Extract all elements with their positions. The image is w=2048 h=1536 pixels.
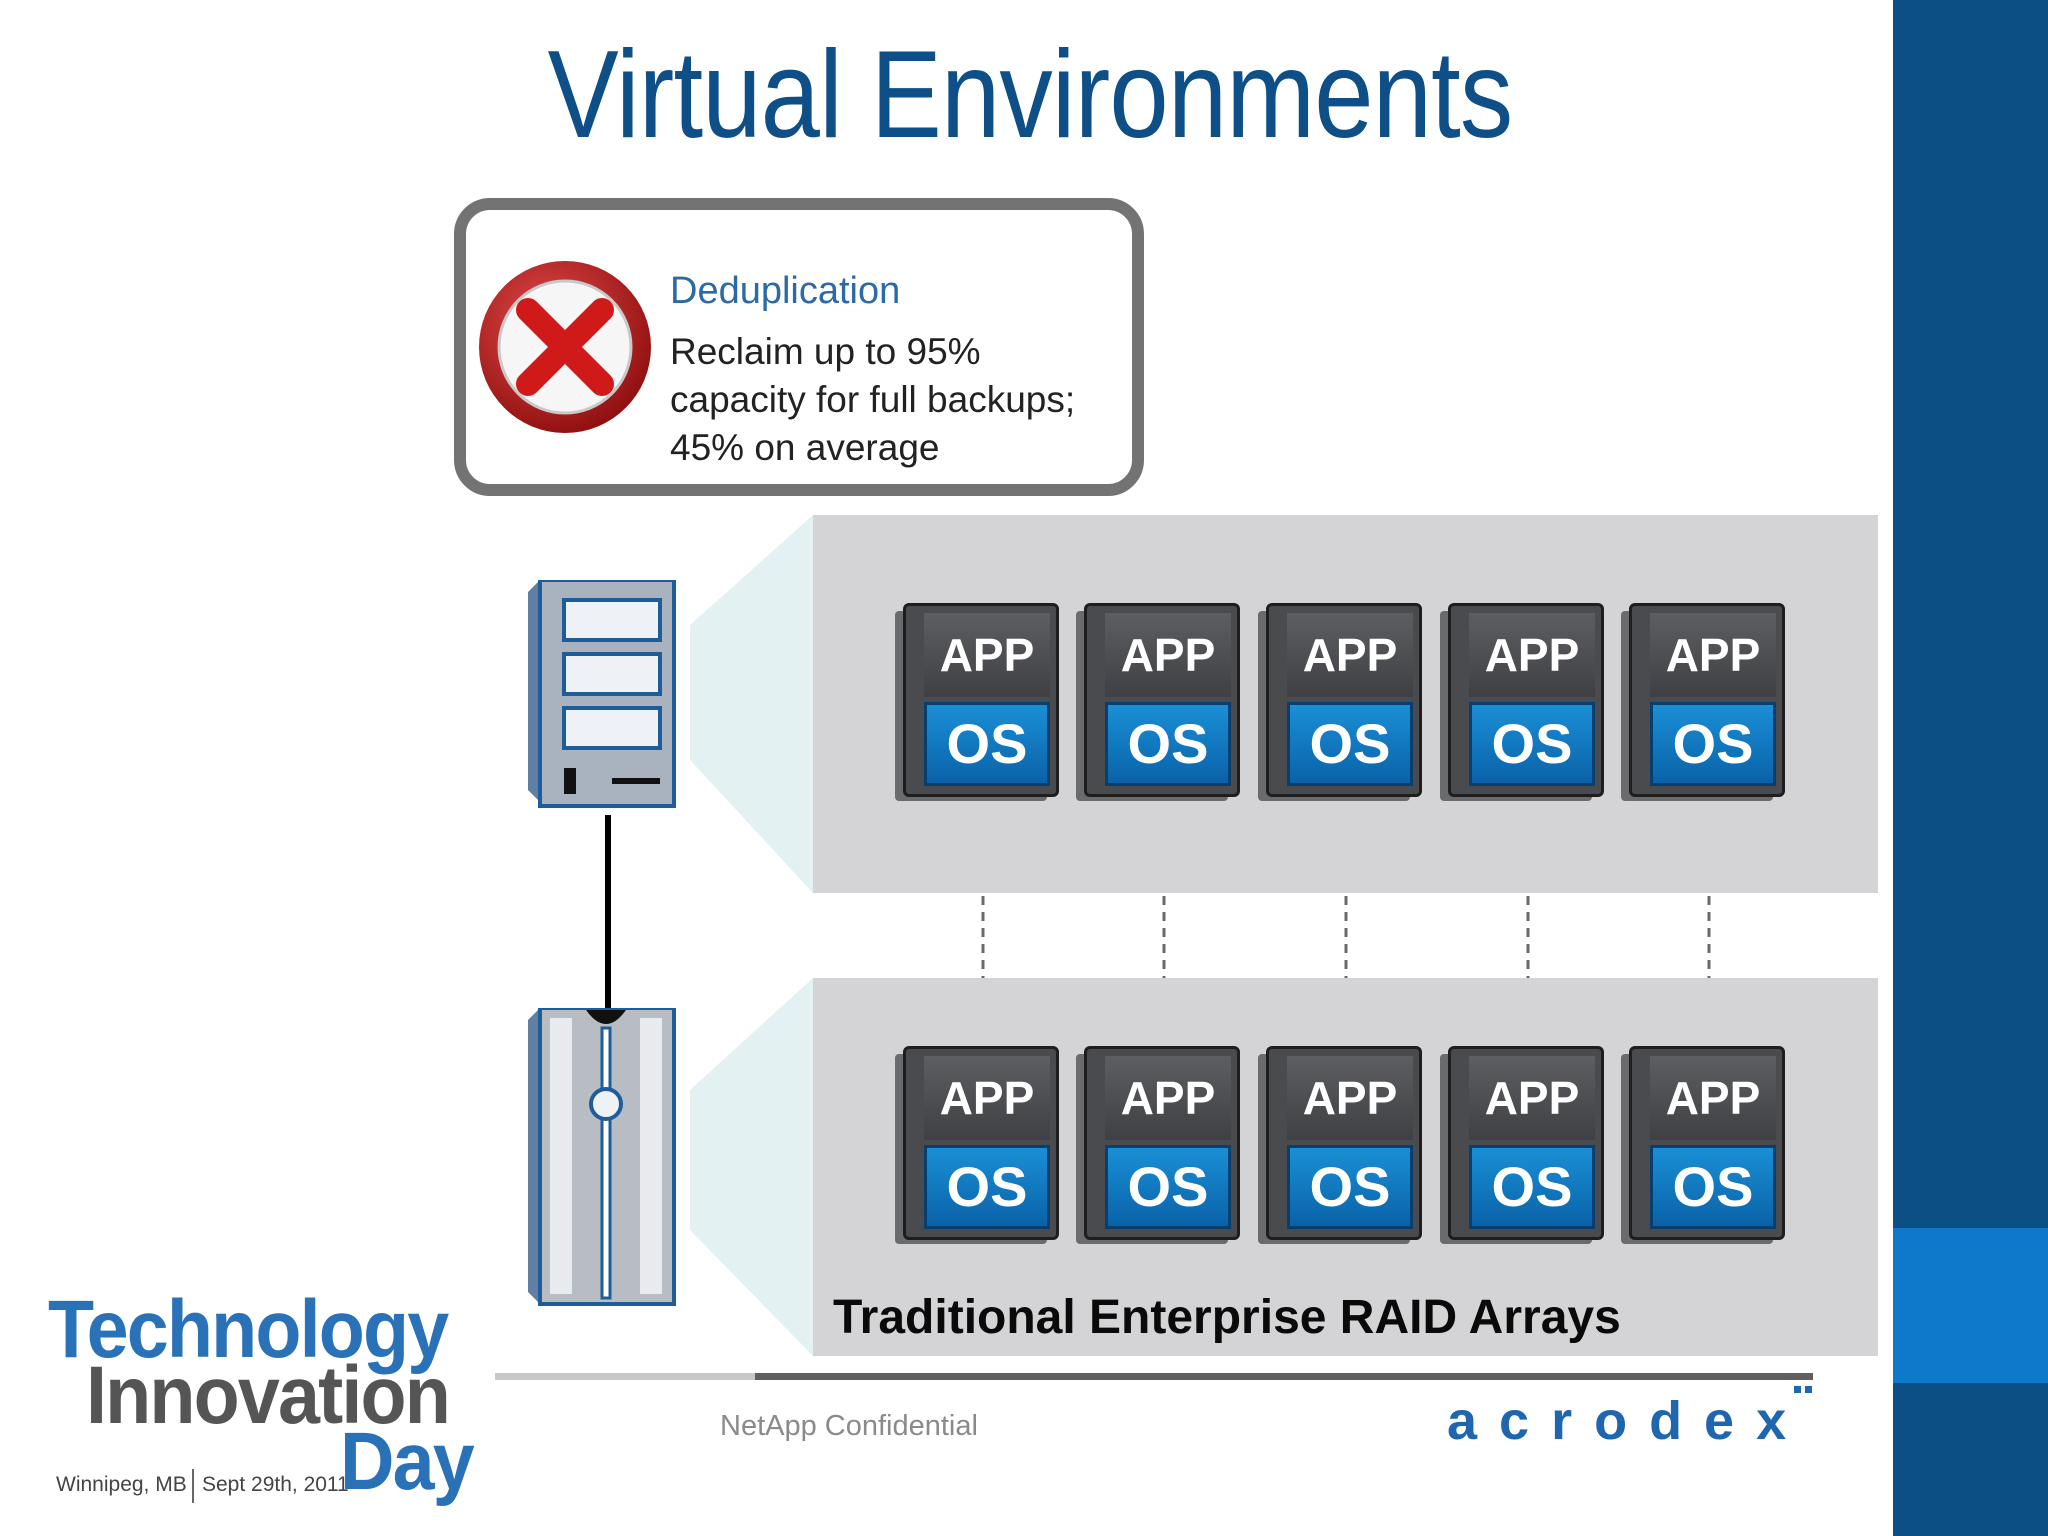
- server-icon: [528, 580, 676, 808]
- vm-app-label: APP: [1650, 613, 1776, 697]
- vm-app-label: APP: [1469, 1056, 1595, 1140]
- callout-text: Reclaim up to 95% capacity for full back…: [670, 328, 1140, 472]
- server-ray: [690, 515, 813, 893]
- footer-rule: [755, 1373, 1813, 1380]
- event-logo-line2: Innovation: [86, 1350, 451, 1441]
- vm-os-label: OS: [1469, 702, 1595, 786]
- vm-app-label: APP: [1287, 613, 1413, 697]
- confidential-label: NetApp Confidential: [720, 1410, 978, 1442]
- panel-caption: Traditional Enterprise RAID Arrays: [833, 1291, 1621, 1344]
- acrodex-logo-dots: [1792, 1386, 1814, 1398]
- vm-os-label: OS: [1650, 1145, 1776, 1229]
- vm-os-label: OS: [1287, 1145, 1413, 1229]
- stop-x-icon: [479, 261, 651, 433]
- vm-app-label: APP: [924, 613, 1050, 697]
- vm-os-label: OS: [1105, 702, 1231, 786]
- vm-app-label: APP: [1650, 1056, 1776, 1140]
- callout-line: Reclaim up to 95%: [670, 331, 981, 372]
- vm-os-label: OS: [924, 702, 1050, 786]
- slide-title: Virtual Environments: [547, 26, 1514, 164]
- event-logo: Technology Innovation Day Winnipeg, MB S…: [40, 1283, 490, 1523]
- storage-ray: [690, 978, 813, 1356]
- event-logo-line1: Technology: [48, 1284, 449, 1375]
- vm-app-label: APP: [1287, 1056, 1413, 1140]
- acrodex-logo: acrodex: [1447, 1391, 1809, 1451]
- event-logo-line3: Day: [340, 1416, 475, 1507]
- dedup-callout: Deduplication Reclaim up to 95% capacity…: [454, 198, 1144, 496]
- footer-rule: [495, 1373, 755, 1380]
- vm-os-label: OS: [1469, 1145, 1595, 1229]
- vm-app-label: APP: [1105, 1056, 1231, 1140]
- vm-app-label: APP: [1105, 613, 1231, 697]
- event-logo-divider: [192, 1469, 194, 1503]
- callout-line: capacity for full backups;: [670, 379, 1076, 420]
- vm-os-label: OS: [924, 1145, 1050, 1229]
- callout-heading: Deduplication: [670, 270, 901, 312]
- brand-band-accent: [1893, 1228, 2048, 1383]
- storage-array-icon: [528, 1008, 676, 1306]
- vm-os-label: OS: [1287, 702, 1413, 786]
- callout-line: 45% on average: [670, 427, 940, 468]
- vm-os-label: OS: [1105, 1145, 1231, 1229]
- event-date: Sept 29th, 2011: [202, 1473, 349, 1496]
- vm-app-label: APP: [1469, 613, 1595, 697]
- event-location: Winnipeg, MB: [56, 1473, 187, 1496]
- vm-app-label: APP: [924, 1056, 1050, 1140]
- vm-os-label: OS: [1650, 702, 1776, 786]
